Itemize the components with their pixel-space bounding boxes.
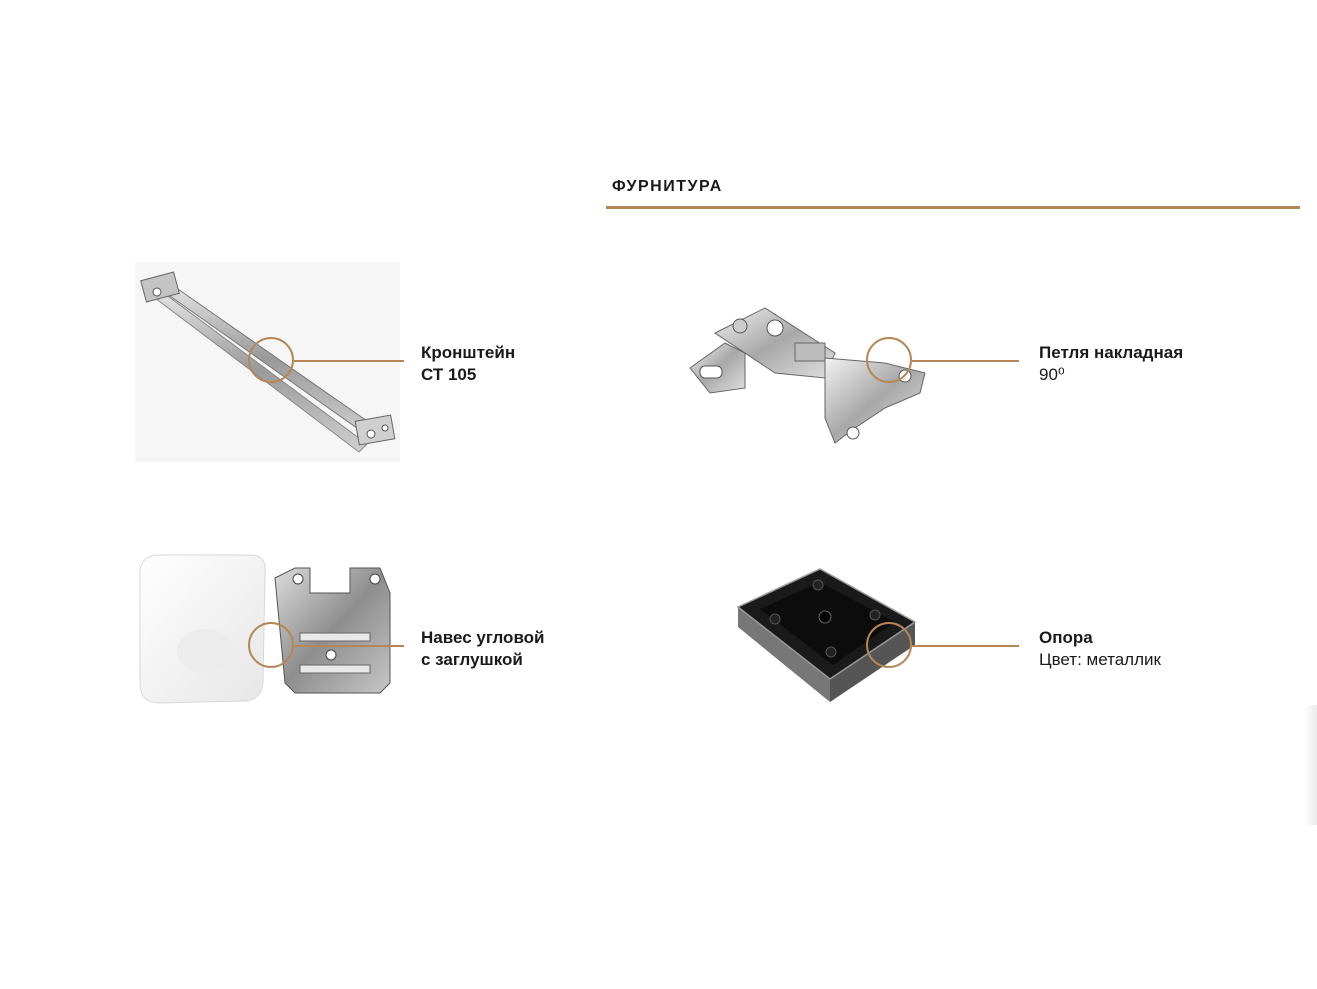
product-label-hinge: Петля накладная 90⁰ — [1039, 342, 1183, 386]
product-color: Цвет: металлик — [1039, 650, 1161, 669]
product-label-corner-hanger: Навес угловой с заглушкой — [421, 627, 545, 671]
corner-hanger-image — [139, 554, 391, 704]
callout-line-hinge — [912, 360, 1019, 362]
product-corner-hanger — [135, 553, 395, 708]
callout-ring-hinge — [866, 337, 912, 383]
callout-line-bracket — [294, 360, 404, 362]
product-label-support: Опора Цвет: металлик — [1039, 627, 1161, 671]
product-name: Петля накладная — [1039, 343, 1184, 362]
edge-shadow — [1303, 705, 1317, 825]
callout-ring-corner-hanger — [248, 622, 294, 668]
callout-ring-bracket — [248, 337, 294, 383]
section-title: ФУРНИТУРА — [612, 178, 723, 195]
callout-line-support — [912, 645, 1019, 647]
product-name: Навес угловой — [421, 628, 545, 647]
product-angle: 90⁰ — [1039, 365, 1065, 384]
callout-line-corner-hanger — [294, 645, 404, 647]
callout-ring-support — [866, 622, 912, 668]
section-divider — [606, 206, 1300, 209]
product-model: СТ 105 — [421, 365, 477, 384]
product-name: Кронштейн — [421, 343, 516, 362]
product-name: Опора — [1039, 628, 1093, 647]
product-name-line2: с заглушкой — [421, 650, 523, 669]
product-label-bracket: Кронштейн СТ 105 — [421, 342, 515, 386]
